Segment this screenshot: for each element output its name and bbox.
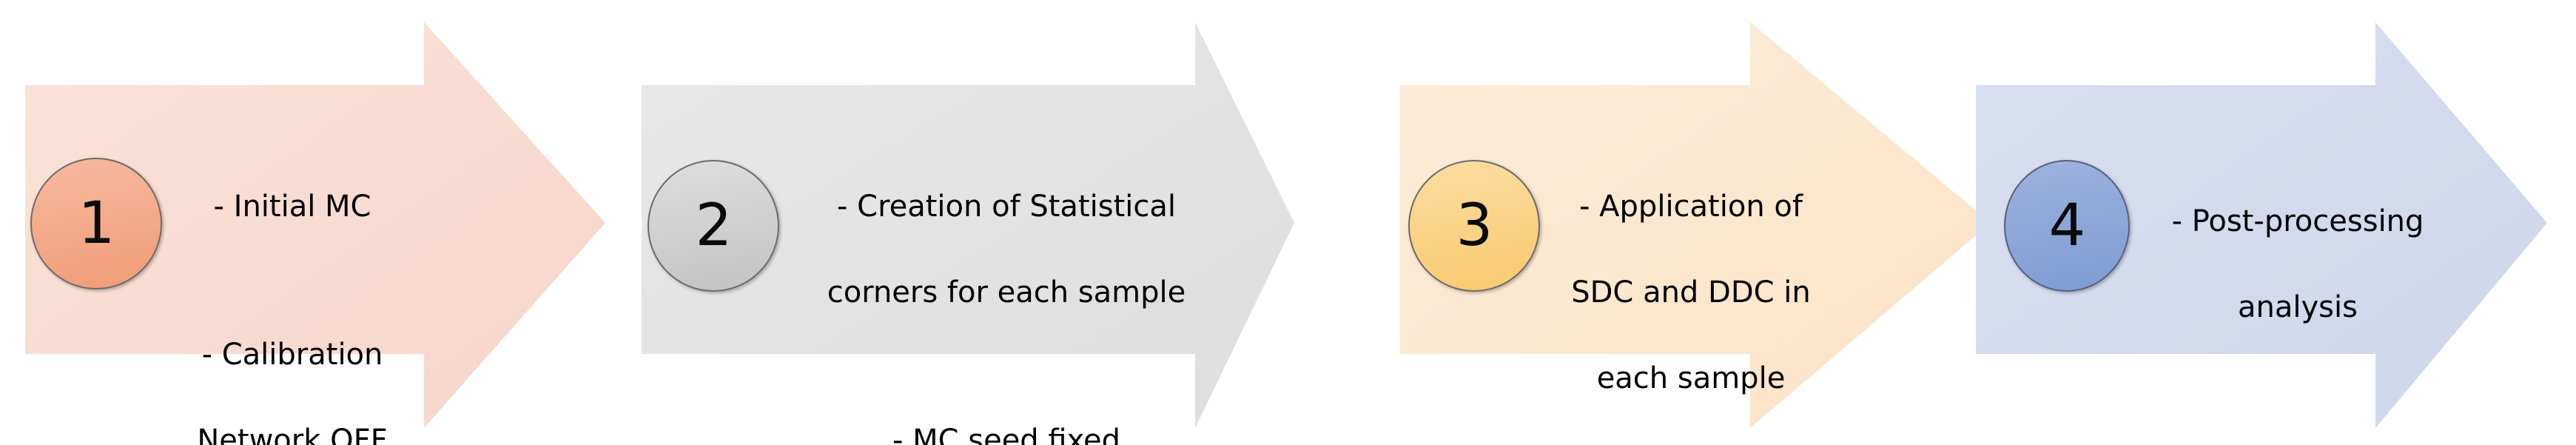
step-1-line-2: - Calibration: [201, 338, 383, 372]
arrow-shape-1: [25, 22, 605, 428]
step-text-4: - Post-processing analysis: [2150, 157, 2446, 372]
step-number-2: 2: [695, 193, 733, 259]
step-3-line-2: SDC and DDC in: [1571, 275, 1811, 310]
step-2-line-3: - MC seed fixed: [892, 424, 1121, 445]
step-4-line-1: - Post-processing: [2171, 204, 2424, 238]
step-number-1: 1: [78, 190, 115, 257]
step-number-4: 4: [2048, 193, 2086, 259]
arrow-shape-4: [1976, 22, 2547, 428]
step-1-line-3: Network OFF: [197, 424, 388, 445]
process-step-2[interactable]: 2 - Creation of Statistical corners for …: [614, 0, 1302, 445]
step-number-3: 3: [1456, 193, 1493, 259]
step-badge-2: 2: [648, 160, 779, 292]
step-4-line-2: analysis: [2238, 290, 2358, 324]
step-1-spacer: [170, 271, 414, 290]
step-badge-3: 3: [1408, 160, 1540, 292]
step-text-2: - Creation of Statistical corners for ea…: [799, 142, 1214, 445]
step-badge-4: 4: [2004, 160, 2130, 292]
process-step-1[interactable]: 1 - Initial MC - Calibration Network OFF: [0, 0, 614, 445]
step-3-line-3: each sample: [1596, 361, 1786, 395]
process-step-3[interactable]: 3 - Application of SDC and DDC in each s…: [1302, 0, 1998, 445]
step-text-1: - Initial MC - Calibration Network OFF: [170, 142, 414, 445]
process-step-4[interactable]: 4 - Post-processing analysis: [1968, 0, 2576, 445]
arrow-shape-2: [642, 22, 1294, 428]
step-2-spacer: [799, 357, 1214, 376]
step-2-line-2: corners for each sample: [827, 275, 1186, 310]
step-badge-1: 1: [30, 158, 162, 290]
step-2-line-1: - Creation of Statistical: [836, 190, 1176, 224]
step-1-line-1: - Initial MC: [213, 190, 371, 224]
step-text-3: - Application of SDC and DDC in each sam…: [1558, 142, 1824, 443]
arrow-shape-3: [1400, 22, 1991, 428]
step-3-line-1: - Application of: [1579, 190, 1803, 224]
